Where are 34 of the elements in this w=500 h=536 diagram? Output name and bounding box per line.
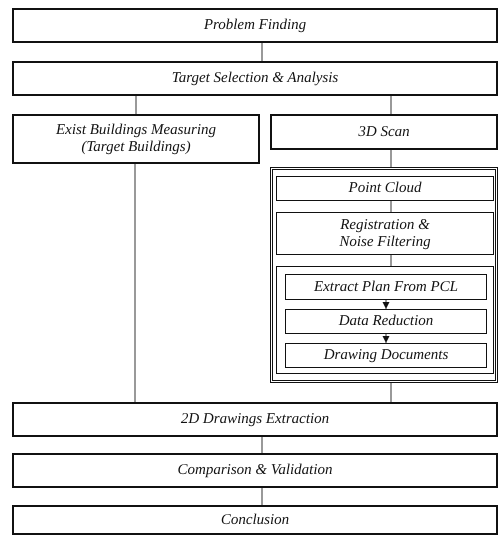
step-label: Problem Finding — [204, 17, 306, 34]
step-label: Data Reduction — [338, 313, 434, 330]
connector-line — [390, 382, 392, 402]
step-label: Registration & Noise Filtering — [338, 216, 432, 250]
process-box — [276, 212, 494, 255]
process-box — [285, 309, 487, 334]
arrow — [382, 300, 390, 310]
step-label: Extract Plan From PCL — [314, 278, 458, 296]
arrow — [382, 334, 390, 344]
connector-line — [390, 96, 392, 114]
process-box — [270, 114, 498, 150]
step-label: Target Selection & Analysis — [172, 70, 338, 87]
process-box — [285, 274, 487, 300]
process-box — [12, 402, 498, 437]
process-box — [12, 114, 260, 164]
connector-line — [390, 200, 392, 212]
step-label: Conclusion — [220, 512, 290, 528]
process-box — [12, 8, 498, 43]
step-label: 3D Scan — [358, 124, 410, 140]
step-label: 2D Drawings Extraction — [180, 411, 330, 428]
step-label: Comparison & Validation — [177, 462, 333, 479]
connector-line — [390, 150, 392, 168]
group-box — [270, 167, 498, 383]
process-box — [12, 61, 498, 96]
connector-line — [134, 164, 136, 402]
process-box — [12, 505, 498, 535]
process-box — [12, 453, 498, 488]
step-label: Point Cloud — [348, 180, 422, 197]
group-box — [276, 266, 494, 374]
process-box — [276, 176, 494, 201]
connector-line — [390, 254, 392, 266]
step-label: Drawing Documents — [324, 347, 448, 364]
process-box — [285, 343, 487, 368]
step-label: Exist Buildings Measuring (Target Buildings) — [54, 122, 217, 156]
